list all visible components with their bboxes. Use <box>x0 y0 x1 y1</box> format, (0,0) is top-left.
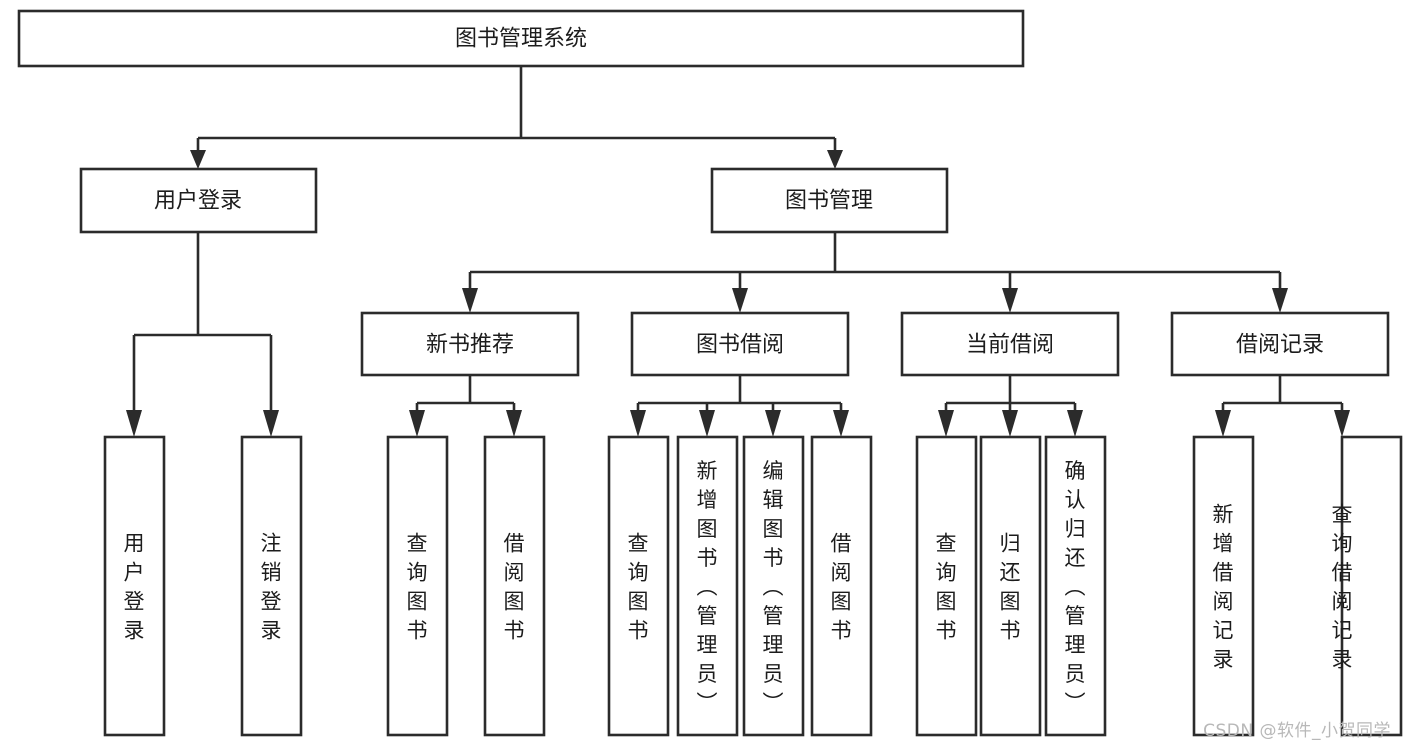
node-borrow-record[interactable]: 借阅记录 <box>1170 311 1390 377</box>
leaf-edit-book-admin-box[interactable] <box>742 435 805 737</box>
node-book-management-label: 图书管理 <box>785 189 873 214</box>
leaf-query-book-newbook[interactable]: 查询图书 <box>386 435 449 737</box>
arrow-head-leaf-add-record <box>1215 410 1231 437</box>
leaf-return-book-label: 归还图书 <box>1000 532 1021 643</box>
leaf-confirm-return-admin[interactable]: 确认归还︵管理员︶ <box>1044 435 1107 737</box>
node-new-book-recommend-label: 新书推荐 <box>426 333 514 358</box>
leaf-borrow-book-newbook-label: 借阅图书 <box>504 532 525 643</box>
node-user-login[interactable]: 用户登录 <box>79 167 318 234</box>
node-borrow-record-box[interactable] <box>1170 311 1390 377</box>
arrow-head-leaf-confirm-return <box>1067 410 1083 437</box>
node-current-borrow-label: 当前借阅 <box>966 333 1054 358</box>
leaf-return-book-box[interactable] <box>979 435 1042 737</box>
leaf-borrow-book-newbook[interactable]: 借阅图书 <box>483 435 546 737</box>
node-root[interactable]: 图书管理系统 <box>17 9 1025 68</box>
leaf-add-book-admin[interactable]: 新增图书︵管理员︶ <box>676 435 739 737</box>
arrow-head-current-borrow <box>1002 288 1018 313</box>
leaf-add-book-admin-box[interactable] <box>676 435 739 737</box>
node-book-management[interactable]: 图书管理 <box>710 167 949 234</box>
node-current-borrow[interactable]: 当前借阅 <box>900 311 1120 377</box>
watermark-text: CSDN @软件_小贺同学 <box>1203 721 1391 741</box>
leaf-user-login-box[interactable] <box>103 435 166 737</box>
leaf-query-book-borrow-box[interactable] <box>607 435 670 737</box>
leaf-query-book-current[interactable]: 查询图书 <box>915 435 978 737</box>
leaf-borrow-book-borrow-box[interactable] <box>810 435 873 737</box>
node-new-book-recommend[interactable]: 新书推荐 <box>360 311 580 377</box>
leaf-add-borrow-record-label: 新增借阅记录 <box>1213 503 1234 672</box>
leaf-query-borrow-record-label: 查询借阅记录 <box>1332 503 1353 672</box>
arrow-head-leaf-borrow-book-1 <box>506 410 522 437</box>
arrow-head-leaf-borrow-book-2 <box>833 410 849 437</box>
leaf-add-borrow-record[interactable]: 新增借阅记录 <box>1192 435 1255 737</box>
leaf-confirm-return-admin-label: 确认归还︵管理员︶ <box>1065 459 1086 715</box>
leaf-confirm-return-admin-box[interactable] <box>1044 435 1107 737</box>
arrow-head-leaf-query-record <box>1334 410 1350 437</box>
arrow-head-leaf-user-login <box>126 410 142 437</box>
node-root-label: 图书管理系统 <box>455 27 587 52</box>
leaf-query-book-current-box[interactable] <box>915 435 978 737</box>
leaf-query-book-borrow-label: 查询图书 <box>628 532 649 643</box>
leaf-borrow-book-newbook-box[interactable] <box>483 435 546 737</box>
arrow-head-leaf-query-book-3 <box>938 410 954 437</box>
leaf-add-borrow-record-box[interactable] <box>1192 435 1255 737</box>
arrow-head-leaf-logout <box>263 410 279 437</box>
leaf-return-book[interactable]: 归还图书 <box>979 435 1042 737</box>
leaf-query-borrow-record[interactable]: 查询借阅记录 <box>1332 435 1403 737</box>
leaf-add-book-admin-label: 新增图书︵管理员︶ <box>697 459 718 715</box>
leaf-borrow-book-borrow[interactable]: 借阅图书 <box>810 435 873 737</box>
arrow-head-book-mgmt <box>827 150 843 169</box>
node-book-borrow[interactable]: 图书借阅 <box>630 311 850 377</box>
arrow-head-book-borrow <box>732 288 748 313</box>
node-current-borrow-box[interactable] <box>900 311 1120 377</box>
arrow-head-new-book-rec <box>462 288 478 313</box>
leaf-user-login[interactable]: 用户登录 <box>103 435 166 737</box>
arrow-head-user-login <box>190 150 206 169</box>
leaf-edit-book-admin-label: 编辑图书︵管理员︶ <box>763 459 784 715</box>
leaf-query-book-newbook-label: 查询图书 <box>407 532 428 643</box>
arrow-head-borrow-record <box>1272 288 1288 313</box>
leaf-logout[interactable]: 注销登录 <box>240 435 303 737</box>
leaf-borrow-book-borrow-label: 借阅图书 <box>831 532 852 643</box>
leaf-query-borrow-record-box[interactable] <box>1340 435 1403 737</box>
arrow-head-leaf-return-book <box>1002 410 1018 437</box>
arrow-head-leaf-query-book-1 <box>409 410 425 437</box>
leaf-logout-label: 注销登录 <box>261 532 282 643</box>
node-root-box[interactable] <box>17 9 1025 68</box>
arrow-head-leaf-edit-book <box>765 410 781 437</box>
node-user-login-label: 用户登录 <box>154 189 242 214</box>
leaf-user-login-label: 用户登录 <box>124 532 145 643</box>
node-book-borrow-box[interactable] <box>630 311 850 377</box>
leaf-edit-book-admin[interactable]: 编辑图书︵管理员︶ <box>742 435 805 737</box>
leaf-query-book-newbook-box[interactable] <box>386 435 449 737</box>
node-user-login-box[interactable] <box>79 167 318 234</box>
arrow-head-leaf-query-book-2 <box>630 410 646 437</box>
node-book-management-box[interactable] <box>710 167 949 234</box>
connector-layer <box>126 66 1350 437</box>
arrow-head-leaf-add-book <box>699 410 715 437</box>
leaf-logout-box[interactable] <box>240 435 303 737</box>
node-new-book-recommend-box[interactable] <box>360 311 580 377</box>
leaf-query-book-borrow[interactable]: 查询图书 <box>607 435 670 737</box>
node-book-borrow-label: 图书借阅 <box>696 333 784 358</box>
leaf-query-book-current-label: 查询图书 <box>936 532 957 643</box>
node-borrow-record-label: 借阅记录 <box>1236 333 1324 358</box>
